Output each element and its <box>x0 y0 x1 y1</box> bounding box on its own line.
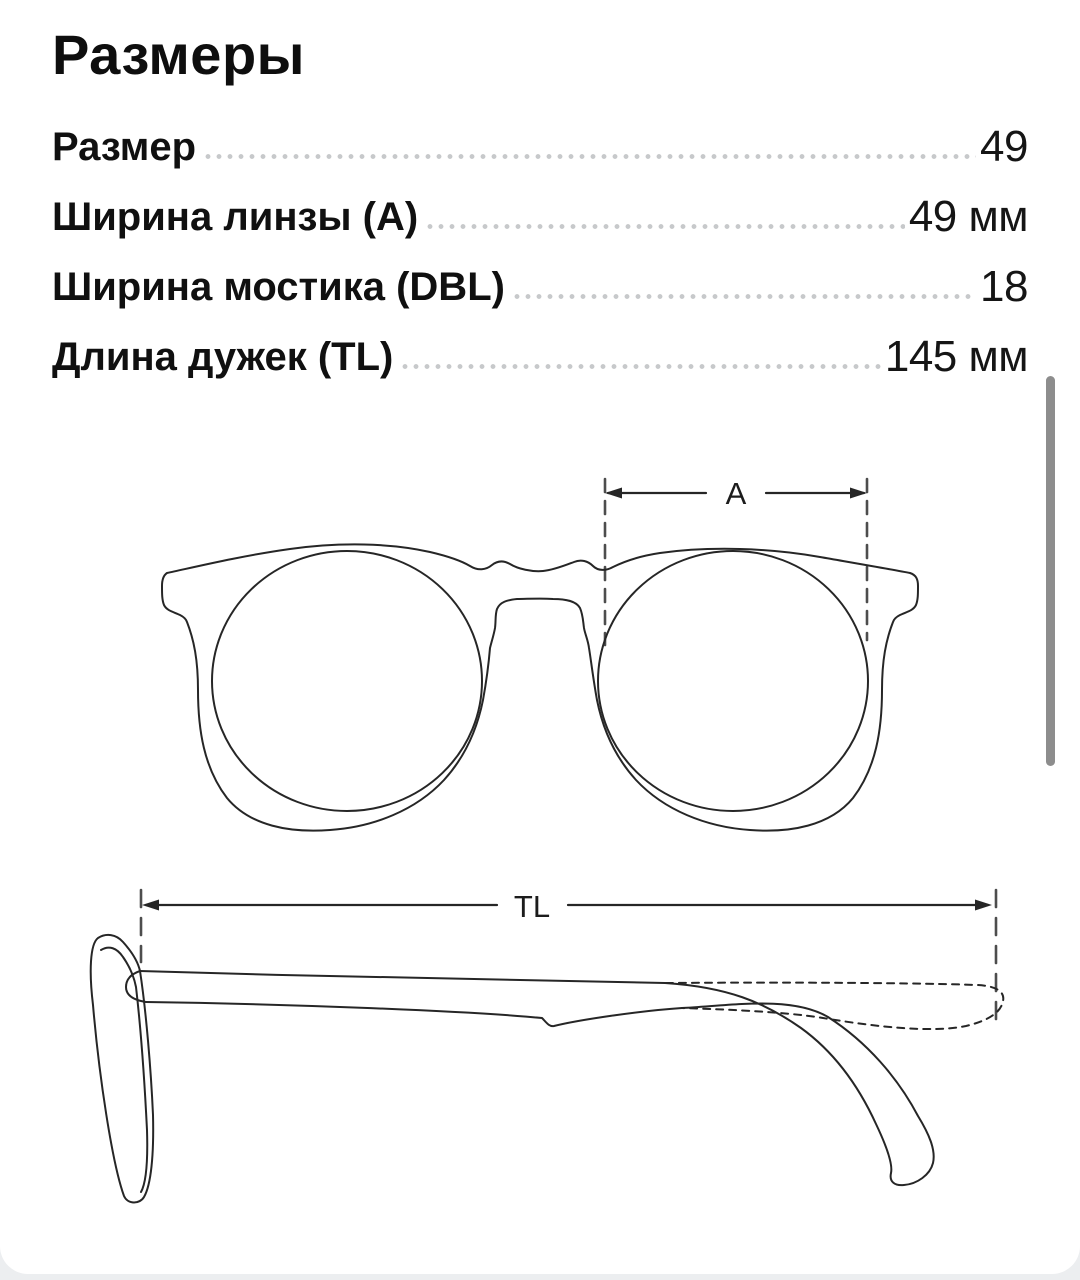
right-lens-opening <box>597 550 869 812</box>
frame-front-outline <box>161 543 919 832</box>
temple-arm-outline <box>139 970 935 1187</box>
dotted-leader <box>422 182 905 252</box>
spec-row-bridge-width: Ширина мостика (DBL) 18 <box>52 252 1028 322</box>
glasses-size-diagram: A TL <box>89 476 1005 1204</box>
left-lens-opening <box>211 550 483 812</box>
spec-label: Размер <box>52 125 197 169</box>
frame-front-hinge-notch <box>125 970 147 1003</box>
spec-value: 18 <box>980 262 1028 311</box>
scrollbar-thumb[interactable] <box>1046 376 1055 766</box>
spec-label: Ширина мостика (DBL) <box>52 265 505 309</box>
dimension-a-arrow-right <box>850 487 867 499</box>
temple-arm-straight-dashed <box>665 981 1005 1031</box>
spec-row-size: Размер 49 <box>52 112 1028 182</box>
dimension-tl-arrow-right <box>975 899 992 911</box>
dimension-tl-label: TL <box>514 889 550 924</box>
spec-value: 145 мм <box>884 332 1029 381</box>
dotted-leader <box>508 252 977 322</box>
spec-row-lens-width: Ширина линзы (A) 49 мм <box>52 182 1029 252</box>
dimension-tl-arrow-left <box>142 899 159 911</box>
spec-label: Ширина линзы (A) <box>52 195 419 239</box>
spec-value: 49 <box>980 122 1028 171</box>
frame-front-side-outline <box>89 933 155 1204</box>
dimension-a-label: A <box>726 476 747 511</box>
specs-list: Размер 49 Ширина линзы (A) 49 мм Ширина … <box>52 112 1029 392</box>
dotted-leader <box>397 322 881 392</box>
dotted-leader <box>200 112 977 182</box>
temple-side-view-drawing: TL <box>89 888 1005 1204</box>
dimension-a-arrow-left <box>605 487 622 499</box>
glasses-front-view-drawing: A <box>161 476 919 832</box>
section-title: Размеры <box>52 23 305 86</box>
spec-row-temple-length: Длина дужек (TL) 145 мм <box>52 322 1029 392</box>
spec-label: Длина дужек (TL) <box>52 335 394 379</box>
frame-front-side-inner-line <box>100 946 149 1193</box>
spec-value: 49 мм <box>908 192 1029 241</box>
